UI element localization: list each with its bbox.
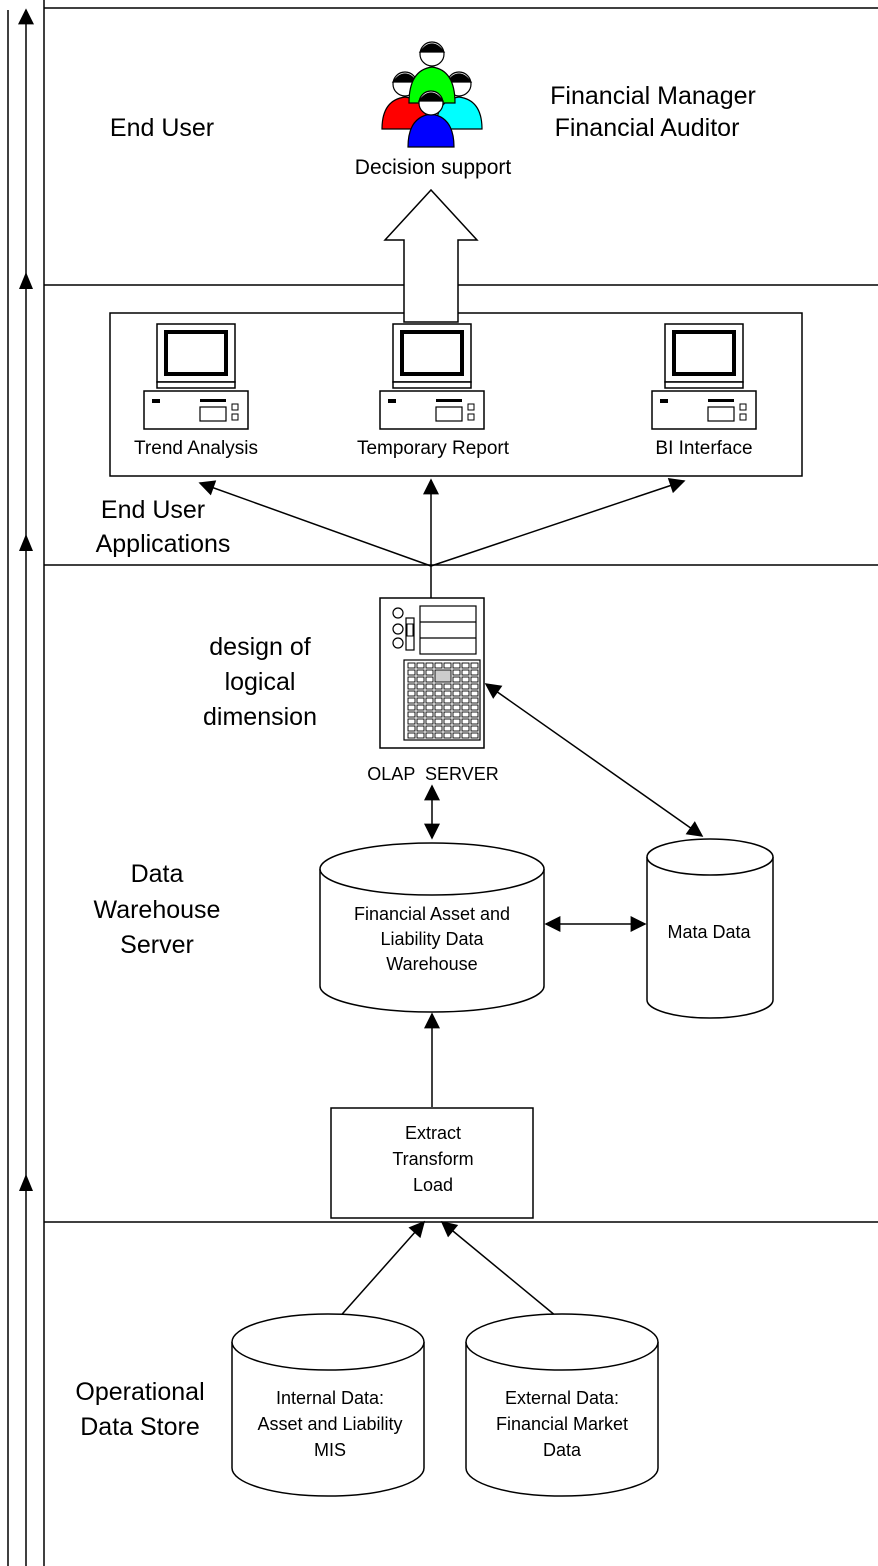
layer-label-end-user: End User [110, 114, 214, 142]
left-flow-arrowhead [19, 272, 33, 289]
warehouse-cylinder [319, 842, 545, 1013]
warehouse-label-line1: Financial Asset and [354, 904, 510, 924]
arrow-internal-to-etl [335, 1220, 426, 1322]
layer-label-ods-line1: Operational [75, 1378, 204, 1406]
person-body-cyan [435, 96, 483, 130]
etl-label-line2: Transform [392, 1149, 473, 1169]
olap-server-label: OLAP SERVER [367, 764, 498, 784]
warehouse-label-line2: Liability Data [380, 929, 484, 949]
etl-label-line3: Load [413, 1175, 453, 1195]
metadata-cylinder [646, 838, 774, 1019]
layer-label-ods-line2: Data Store [80, 1413, 200, 1441]
arrow-external-to-etl [440, 1220, 563, 1322]
etl-label-line1: Extract [405, 1123, 461, 1143]
warehouse-label-line3: Warehouse [386, 954, 477, 974]
internal-data-label-line3: MIS [314, 1440, 346, 1460]
app-label-report: Temporary Report [357, 438, 510, 459]
computer-icon-report [379, 323, 485, 430]
arrow-olap-metadata [484, 683, 704, 837]
computer-icon-bi [651, 323, 757, 430]
source-arrows [335, 1220, 563, 1322]
layer-label-dw-line3: Server [120, 931, 194, 959]
metadata-label: Mata Data [667, 922, 751, 942]
arrow-olap-to-trend [198, 480, 432, 567]
external-data-cylinder [465, 1313, 659, 1497]
app-label-bi: BI Interface [655, 438, 752, 459]
internal-data-cylinder [231, 1313, 425, 1497]
olap-server-icon [379, 597, 485, 749]
internal-data-label-line1: Internal Data: [276, 1388, 384, 1408]
layer-dividers [44, 7, 878, 1223]
decision-support-arrow [383, 188, 479, 323]
external-data-label-line1: External Data: [505, 1388, 619, 1408]
person-body-green [408, 66, 456, 104]
server-grille [407, 662, 479, 739]
left-flow-lines [7, 0, 45, 1566]
internal-data-label-line2: Asset and Liability [257, 1414, 402, 1434]
olap-links [424, 683, 704, 840]
olap-to-app-arrows [198, 478, 686, 598]
arrow-olap-to-bi [430, 478, 686, 567]
olap-note-line3: dimension [203, 703, 317, 731]
layer-label-dw-line2: Warehouse [94, 896, 221, 924]
user-group-icon [381, 41, 483, 148]
external-data-label-line3: Data [543, 1440, 582, 1460]
decision-support-caption: Decision support [355, 156, 512, 179]
app-label-trend: Trend Analysis [134, 438, 258, 459]
layer-label-apps-line2: Applications [96, 530, 231, 558]
layer-label-apps-line1: End User [101, 496, 205, 524]
left-flow-arrowhead [19, 534, 33, 551]
layer-label-dw-line1: Data [131, 860, 184, 888]
left-flow-arrowhead [19, 1174, 33, 1191]
user-role-line2: Financial Auditor [555, 114, 740, 142]
olap-note-line1: design of [209, 633, 311, 661]
olap-note-line2: logical [225, 668, 296, 696]
etl-box [330, 1107, 534, 1219]
external-data-label-line2: Financial Market [496, 1414, 628, 1434]
user-role-line1: Financial Manager [550, 82, 756, 110]
computer-icon-trend [143, 323, 249, 430]
